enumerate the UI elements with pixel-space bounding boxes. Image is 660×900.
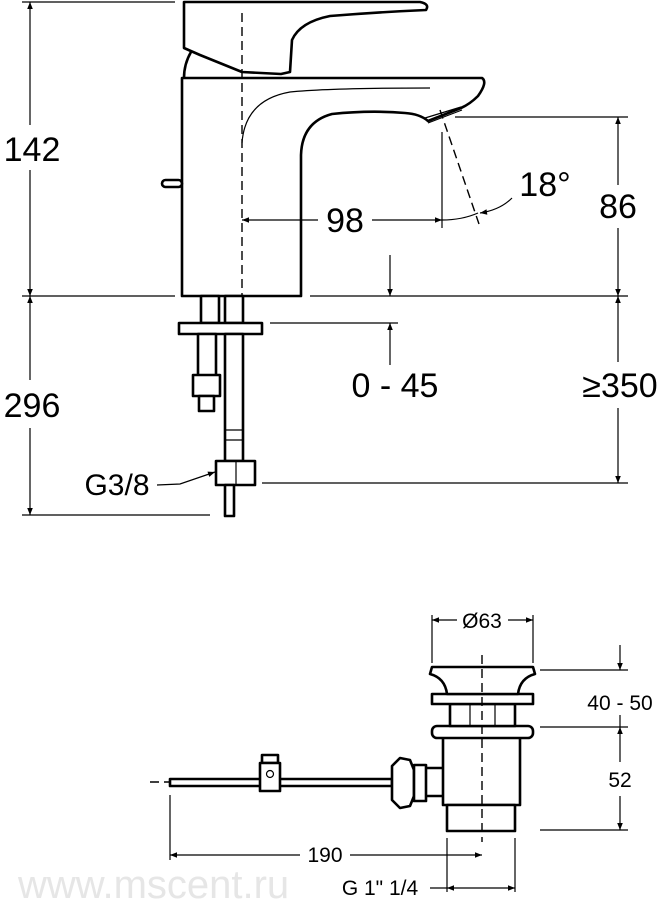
fixing-washer <box>177 321 264 336</box>
dim-98: 98 <box>326 202 364 240</box>
fixing-rod-end <box>197 394 216 413</box>
dim-40-50: 40 - 50 <box>587 692 652 715</box>
rod-nut <box>390 756 416 810</box>
drain-tail <box>445 803 517 833</box>
dim-296: 296 <box>4 387 61 425</box>
spout-contour <box>241 87 431 144</box>
dim-diameter-63: Ø63 <box>462 610 502 633</box>
faucet-drawing <box>160 0 486 518</box>
supply-hose <box>223 332 245 463</box>
dim-350-min: ≥350 <box>582 367 657 405</box>
dim-86: 86 <box>599 188 637 226</box>
fixing-nut <box>191 373 222 398</box>
dim-0-45: 0 - 45 <box>352 367 439 405</box>
connection-g3-8: G3/8 <box>84 469 149 502</box>
drain-drawing <box>150 655 537 842</box>
hose-top <box>223 294 245 325</box>
handle-base <box>182 51 193 79</box>
dim-142: 142 <box>4 131 61 169</box>
watermark: www.mscent.ru <box>17 863 289 900</box>
hose-end <box>223 483 236 518</box>
drain-plug <box>428 665 537 696</box>
dim-52: 52 <box>608 769 631 792</box>
faucet-dimensions: 142 296 98 18° 86 0 - 45 ≥350 G3/8 <box>4 1 658 516</box>
thread-g1-1-4: G 1" 1/4 <box>342 877 419 900</box>
pop-up-lever <box>160 178 184 189</box>
faucet-body <box>180 76 486 298</box>
faucet-handle <box>182 0 429 76</box>
drain-dimensions: Ø63 40 - 50 52 190 G 1" 1/4 <box>169 610 653 900</box>
fixing-stud <box>199 294 221 325</box>
dim-190: 190 <box>307 844 342 867</box>
dim-18-degrees: 18° <box>519 166 570 204</box>
aerator <box>424 106 463 124</box>
fixing-rod <box>196 332 218 378</box>
